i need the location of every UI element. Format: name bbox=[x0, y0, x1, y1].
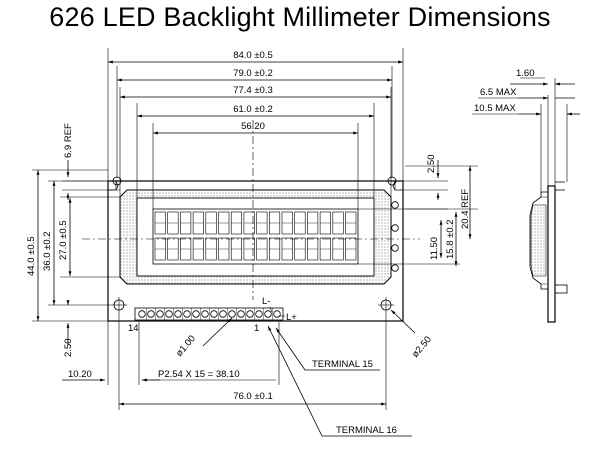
dim-overall-width: 84.0 ±0.5 bbox=[233, 50, 273, 61]
top-dimensions: 84.0 ±0.5 79.0 ±0.2 77.4 ±0.3 61.0 ±0.2 … bbox=[107, 48, 404, 209]
dim-board-thickness: 1.60 bbox=[516, 68, 535, 79]
lcd-bezel bbox=[119, 189, 399, 285]
dim-10-20: 10.20 bbox=[68, 369, 92, 380]
terminal-callouts: TERMINAL 15 TERMINAL 16 bbox=[267, 325, 412, 437]
terminal-15-label: TERMINAL 15 bbox=[312, 359, 373, 370]
dim-view-width: 61.0 ±0.2 bbox=[233, 104, 273, 115]
terminal-16-label: TERMINAL 16 bbox=[336, 425, 397, 436]
pin-label-1: 1 bbox=[254, 323, 259, 334]
pin-hole bbox=[165, 310, 173, 318]
pin-hole bbox=[138, 310, 146, 318]
mounting-hole-left bbox=[111, 297, 127, 313]
dim-11-50: 11.50 bbox=[429, 237, 440, 260]
dim-76-0: 76.0 ±0.1 bbox=[233, 391, 273, 402]
dim-pin-hole: ø1.00 bbox=[174, 333, 198, 359]
dim-6-5-max: 6.5 MAX bbox=[480, 87, 517, 98]
character-grid bbox=[154, 211, 357, 261]
dim-15-8: 15.8 ±0.2 bbox=[445, 219, 456, 259]
dim-20-4-ref: 20.4 REF bbox=[460, 189, 471, 229]
dim-overall-height: 44.0 ±0.5 bbox=[26, 236, 37, 276]
dim-6-9-ref: 6.9 REF bbox=[63, 123, 74, 158]
pin-hole bbox=[201, 310, 209, 318]
pin-hole bbox=[228, 310, 236, 318]
dim-active-width: 56.20 bbox=[241, 121, 265, 132]
pin-hole bbox=[210, 310, 218, 318]
dim-pin-pitch: P2.54 X 15 = 38.10 bbox=[158, 369, 240, 380]
dim-mount-hole: ø2.50 bbox=[410, 334, 434, 360]
pin-hole bbox=[219, 310, 227, 318]
pin-hole bbox=[237, 310, 245, 318]
pin-hole bbox=[246, 310, 254, 318]
pin-header bbox=[134, 307, 284, 321]
dim-2-50-bottom: 2.50 bbox=[63, 339, 74, 358]
dim-bezel-width: 77.4 ±0.3 bbox=[233, 85, 273, 96]
dim-hole-height: 36.0 ±0.2 bbox=[42, 231, 53, 271]
dim-10-5-max: 10.5 MAX bbox=[474, 103, 516, 114]
pin-hole bbox=[273, 310, 281, 318]
dim-2-50-top: 2.50 bbox=[426, 155, 437, 174]
pin-label-l-plus: L+ bbox=[286, 312, 297, 323]
pin-label-14: 14 bbox=[128, 323, 139, 334]
pin-hole bbox=[174, 310, 182, 318]
side-view: 1.60 6.5 MAX 10.5 MAX bbox=[472, 68, 580, 323]
pin-header-outline bbox=[134, 307, 284, 321]
left-dimensions: 6.9 REF 44.0 ±0.5 36.0 ±0.2 27.0 ±0.5 2.… bbox=[26, 123, 120, 357]
pin-hole bbox=[183, 310, 191, 318]
pin-hole bbox=[147, 310, 155, 318]
pin-label-l-minus: L- bbox=[262, 296, 270, 307]
mounting-hole-right bbox=[378, 297, 394, 313]
right-dimensions: 2.50 20.4 REF 11.50 15.8 ±0.2 bbox=[358, 155, 478, 266]
dim-hole-spacing: 79.0 ±0.2 bbox=[233, 68, 273, 79]
pin-hole bbox=[255, 310, 263, 318]
pin-hole bbox=[264, 310, 272, 318]
pin-hole bbox=[192, 310, 200, 318]
dim-bezel-height: 27.0 ±0.5 bbox=[58, 220, 69, 260]
pin-hole bbox=[156, 310, 164, 318]
page-title: 626 LED Backlight Millimeter Dimensions bbox=[49, 2, 551, 32]
